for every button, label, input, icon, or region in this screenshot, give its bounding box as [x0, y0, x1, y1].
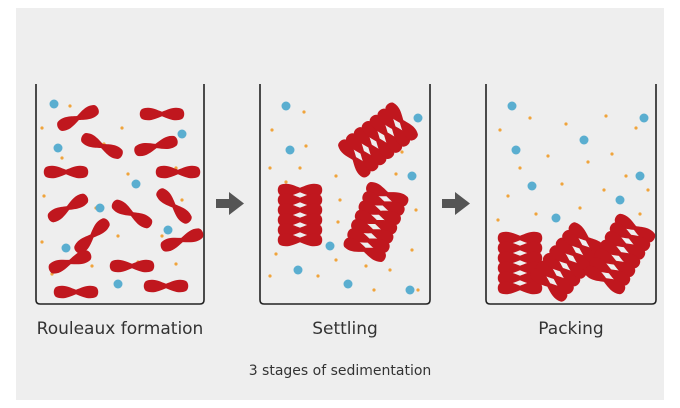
red-blood-cell-icon: [43, 165, 89, 179]
rouleaux-stack-left: [497, 231, 543, 295]
stage-label-settling: Settling: [312, 319, 378, 339]
red-blood-cell-icon: [46, 248, 94, 276]
white-cells: [49, 99, 187, 289]
red-blood-cell-icon: [153, 185, 195, 227]
diagram-caption: 3 stages of sedimentation: [249, 363, 432, 379]
right-arrow-icon: [216, 192, 244, 215]
beaker-icon: [485, 84, 657, 305]
beaker-rouleaux-formation: [35, 84, 206, 305]
rouleaux-stack-top: [335, 100, 421, 180]
red-blood-cell-icon: [53, 285, 99, 299]
red-blood-cell-icon: [155, 165, 201, 179]
red-blood-cell-icon: [109, 259, 155, 273]
red-blood-cell-icon: [45, 191, 91, 225]
platelet-dots: [496, 114, 650, 222]
red-blood-cell-icon: [109, 197, 155, 231]
stage-label-rouleaux-formation: Rouleaux formation: [37, 319, 204, 339]
red-blood-cell-icon: [71, 215, 113, 257]
rouleaux-stack-left: [277, 183, 323, 247]
red-blood-cell-icon: [132, 134, 180, 158]
red-blood-cell-icon: [55, 102, 101, 134]
rouleaux-stack-mid: [341, 180, 411, 264]
white-cells: [281, 101, 423, 295]
platelet-dots: [268, 110, 420, 292]
red-blood-cell-icon: [139, 107, 185, 121]
stage-label-packing: Packing: [538, 319, 603, 339]
red-blood-cell-icon: [143, 279, 189, 293]
beaker-packing: [485, 84, 658, 305]
beaker-icon: [259, 84, 431, 305]
beaker-settling: [259, 84, 431, 305]
right-arrow-icon: [442, 192, 470, 215]
white-cells: [507, 101, 649, 223]
red-blood-cell-icon: [79, 130, 125, 162]
beaker-icon: [35, 84, 205, 305]
